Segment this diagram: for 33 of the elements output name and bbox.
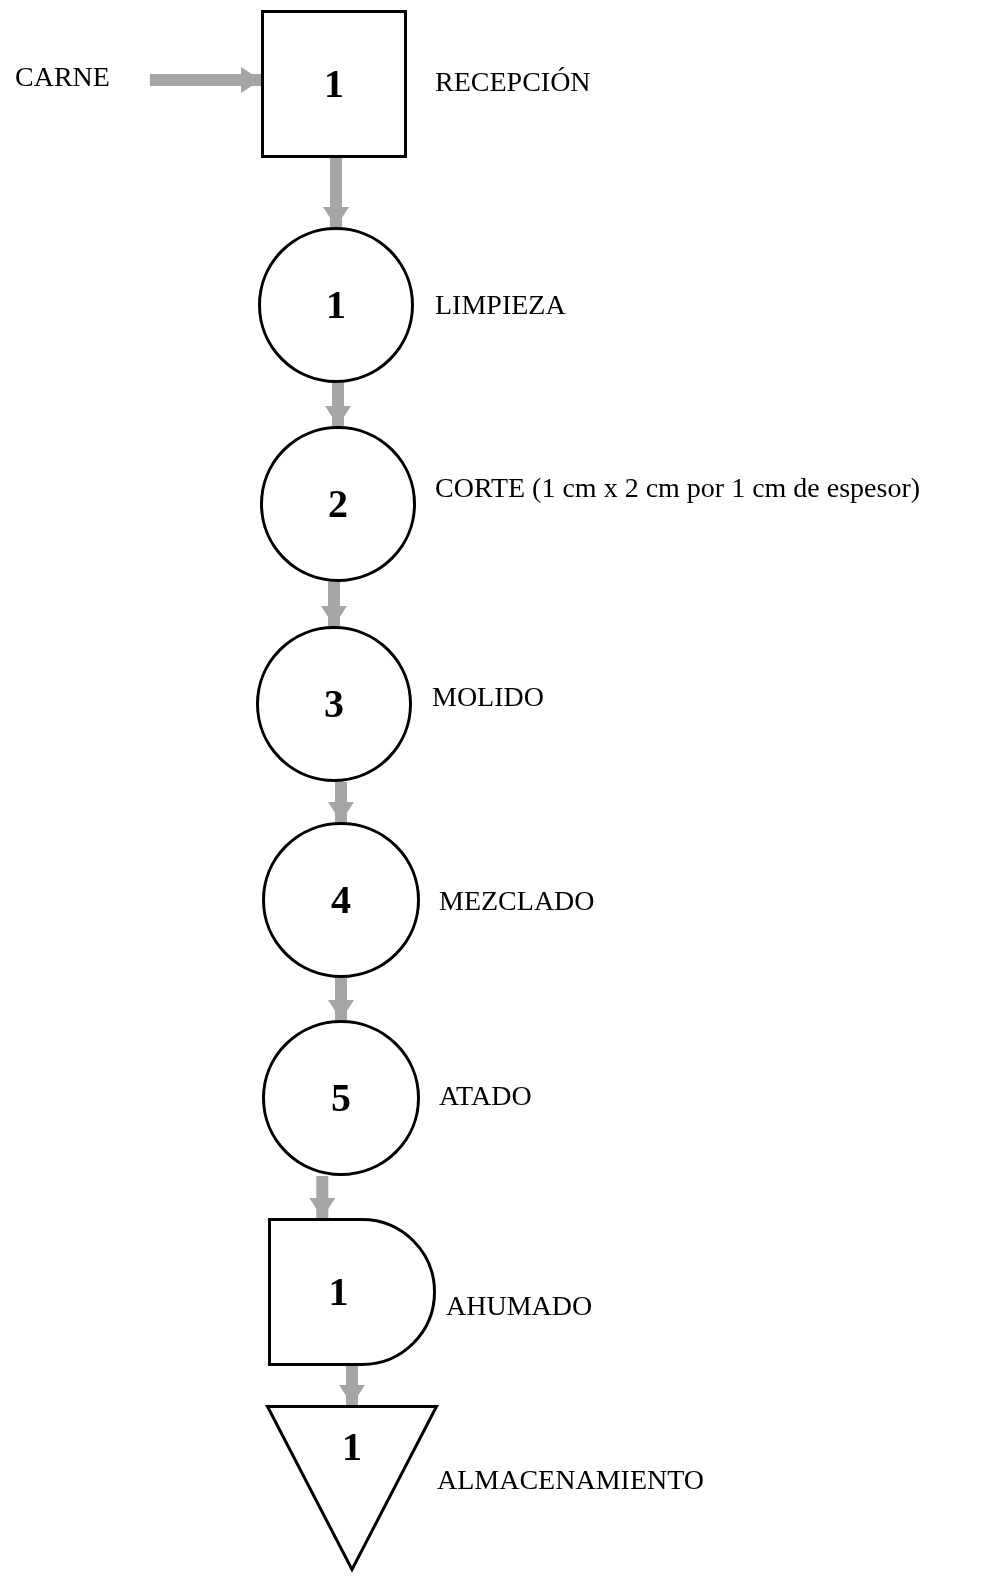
operation-square	[261, 10, 407, 158]
step-label: LIMPIEZA	[435, 291, 566, 319]
step-number: 4	[331, 880, 351, 920]
step-label: RECEPCIÓN	[435, 68, 591, 96]
arrow	[328, 782, 354, 822]
operation-circle	[258, 227, 414, 383]
step-number: 1	[342, 1426, 362, 1467]
arrow	[323, 158, 349, 227]
step-label: AHUMADO	[446, 1292, 593, 1320]
arrow	[149, 67, 261, 93]
arrow	[309, 1176, 336, 1218]
arrow	[321, 582, 347, 626]
operation-circle	[262, 822, 420, 978]
step-number: 3	[324, 684, 344, 724]
input-label: CARNE	[15, 62, 110, 92]
operation-circle	[262, 1020, 420, 1176]
step-number: 1	[324, 64, 344, 104]
step-number: 5	[331, 1078, 351, 1118]
delay-symbol	[268, 1218, 436, 1366]
step-label: ATADO	[439, 1082, 532, 1110]
arrow	[328, 978, 354, 1020]
step-label: ALMACENAMIENTO	[437, 1466, 705, 1494]
step-number: 2	[328, 484, 348, 524]
step-label: CORTE (1 cm x 2 cm por 1 cm de espesor)	[435, 474, 921, 502]
step-label: MEZCLADO	[439, 887, 595, 915]
operation-circle	[260, 426, 416, 582]
step-label: MOLIDO	[432, 683, 544, 711]
storage-triangle	[266, 1405, 438, 1571]
operation-circle	[256, 626, 412, 782]
arrow	[339, 1366, 365, 1405]
step-number: 1	[326, 285, 346, 325]
arrow	[325, 383, 351, 426]
step-number: 1	[328, 1272, 349, 1312]
